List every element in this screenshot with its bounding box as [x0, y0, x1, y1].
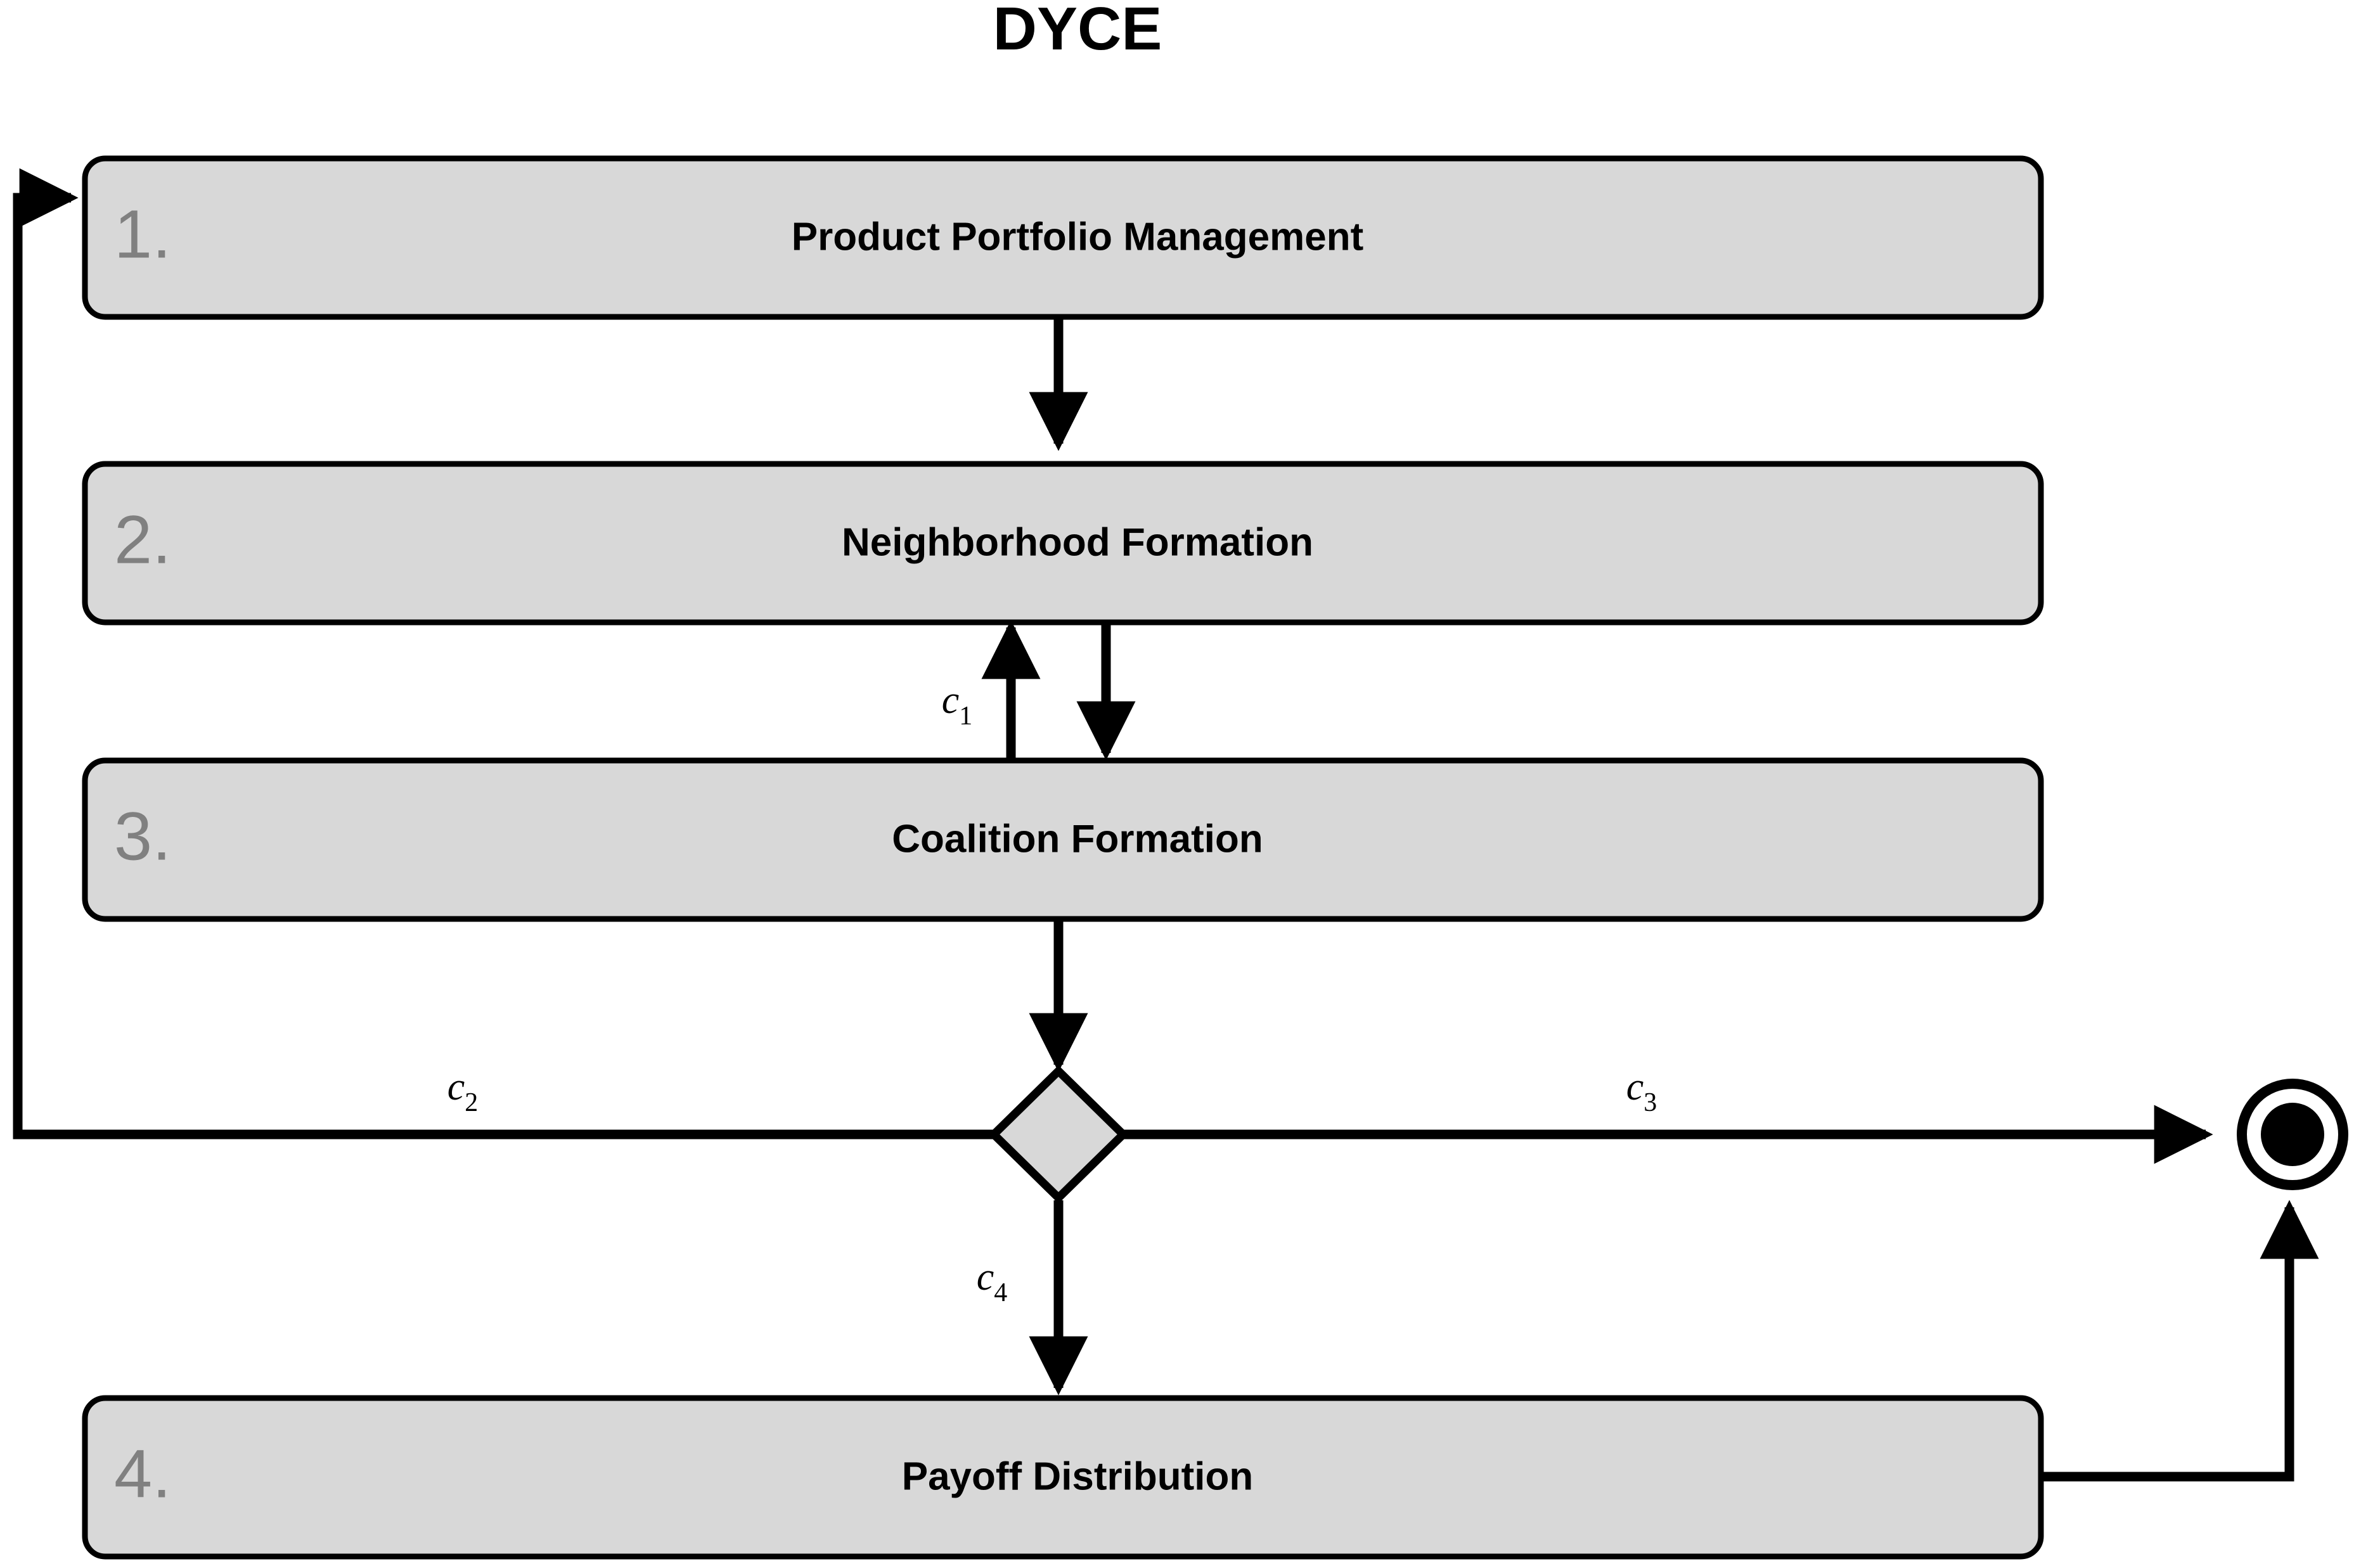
step-box-1-label: Product Portfolio Management: [792, 215, 1363, 259]
step-box-3-label: Coalition Formation: [892, 817, 1263, 861]
step-box-2-number: 2.: [114, 501, 171, 578]
step-box-1[interactable]: 1. Product Portfolio Management: [82, 155, 2044, 320]
step-box-3[interactable]: 3. Coalition Formation: [82, 757, 2044, 922]
decision-diamond[interactable]: [987, 1065, 1129, 1204]
step-box-1-number: 1.: [114, 196, 171, 273]
condition-c2-base: c: [447, 1065, 465, 1108]
condition-label-c3: c3: [1626, 1065, 1657, 1117]
step-box-3-number: 3.: [114, 798, 171, 875]
step-box-4-number: 4.: [114, 1435, 171, 1512]
condition-c4-sub: 4: [994, 1278, 1007, 1307]
final-end-node[interactable]: [2237, 1079, 2348, 1190]
condition-label-c4: c4: [977, 1255, 1008, 1307]
condition-label-c1: c1: [942, 679, 973, 731]
condition-label-c2: c2: [447, 1065, 479, 1117]
condition-c2-sub: 2: [465, 1088, 478, 1117]
edge-decision-to-step1-c2: [13, 168, 995, 1139]
step-box-4-shape: [82, 1395, 2044, 1560]
step-box-1-shape: [82, 155, 2044, 320]
step-box-4-label: Payoff Distribution: [902, 1454, 1254, 1498]
condition-c4-base: c: [977, 1255, 994, 1299]
step-box-3-shape: [82, 757, 2044, 922]
end-node-dot: [2261, 1103, 2324, 1166]
condition-c1-sub: 1: [959, 702, 972, 731]
step-box-2-shape: [82, 461, 2044, 626]
page-title: DYCE: [993, 0, 1162, 63]
condition-c3-sub: 3: [1643, 1088, 1657, 1117]
edge-step4-to-end: [2041, 1200, 2319, 1482]
step-box-2[interactable]: 2. Neighborhood Formation: [82, 461, 2044, 626]
condition-c1-base: c: [942, 679, 960, 722]
step-box-4[interactable]: 4. Payoff Distribution: [82, 1395, 2044, 1560]
step-box-2-label: Neighborhood Formation: [842, 520, 1313, 564]
condition-c3-base: c: [1626, 1065, 1644, 1108]
